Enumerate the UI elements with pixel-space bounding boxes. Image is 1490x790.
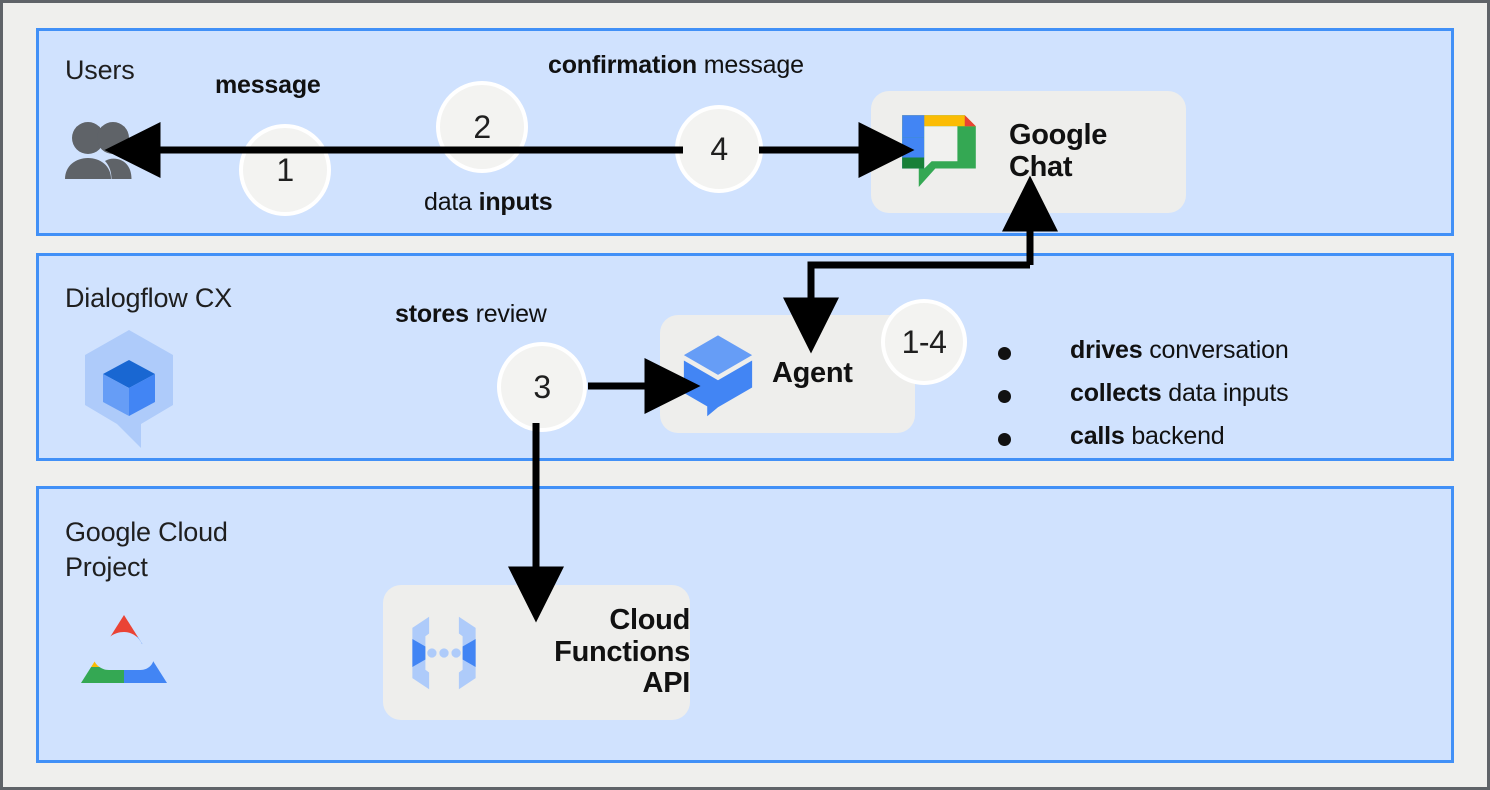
node-agent[interactable]: Agent — [660, 315, 915, 433]
users-icon — [61, 121, 135, 183]
capability-rest: data inputs — [1161, 379, 1289, 407]
step-circle-4: 4 — [679, 109, 759, 189]
step-circle-3: 3 — [501, 346, 583, 428]
capability-bold: drives — [1070, 336, 1143, 364]
dialogflow-cx-icon — [81, 328, 177, 450]
agent-capability-item: calls backend — [998, 422, 1289, 451]
agent-capability-item: collects data inputs — [998, 379, 1289, 408]
edge-label-stores-review: stores review — [395, 300, 547, 329]
edge-label-data-lead: data — [424, 188, 479, 216]
agent-capabilities-list: drives conversation collects data inputs… — [998, 336, 1289, 465]
capability-rest: backend — [1124, 422, 1225, 450]
dialogflow-agent-icon — [680, 330, 756, 418]
node-cloud-functions[interactable]: Cloud Functions API — [383, 585, 690, 720]
edge-label-confirmation-message: confirmation message — [548, 51, 804, 80]
badge-1-4: 1-4 — [885, 303, 963, 381]
cloud-functions-icon — [401, 613, 487, 693]
band-google-cloud-project-label: Google Cloud Project — [65, 517, 228, 582]
agent-capability-item: drives conversation — [998, 336, 1289, 365]
edge-label-stores-bold: stores — [395, 300, 469, 328]
edge-label-confirmation-rest: message — [697, 51, 804, 79]
google-cloud-icon — [75, 611, 173, 689]
node-google-chat[interactable]: Google Chat — [871, 91, 1186, 213]
band-users-label: Users — [65, 55, 135, 85]
edge-label-data-bold: inputs — [478, 188, 553, 216]
node-google-chat-label: Google Chat — [1009, 119, 1108, 183]
edge-label-message: message — [215, 71, 321, 99]
node-cloud-functions-label: Cloud Functions API — [554, 603, 690, 700]
node-agent-label: Agent — [772, 357, 853, 390]
google-chat-icon — [893, 106, 985, 198]
step-circle-1: 1 — [243, 128, 327, 212]
edge-label-confirmation-bold: confirmation — [548, 51, 697, 79]
capability-bold: collects — [1070, 379, 1162, 407]
edge-label-data-inputs: data inputs — [424, 188, 553, 217]
edge-label-stores-rest: review — [468, 300, 547, 328]
band-google-cloud-project — [36, 486, 1454, 763]
capability-bold: calls — [1070, 422, 1125, 450]
capability-rest: conversation — [1142, 336, 1289, 364]
band-dialogflow-label: Dialogflow CX — [65, 283, 232, 313]
step-circle-2: 2 — [440, 85, 524, 169]
